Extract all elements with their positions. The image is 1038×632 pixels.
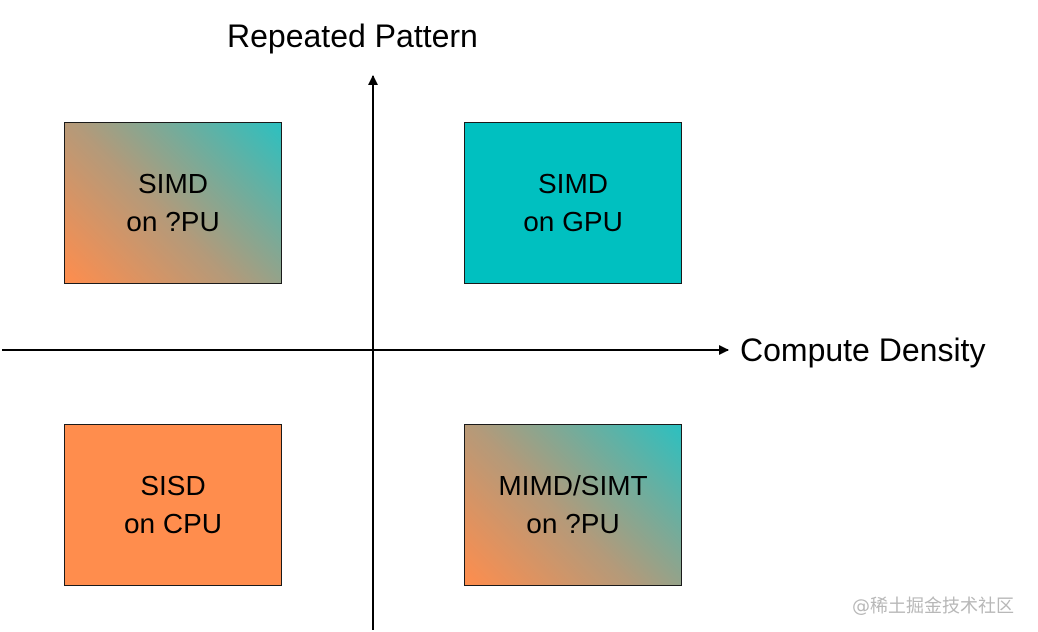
quadrant-box-bottom-left: SISD on CPU <box>64 424 282 586</box>
quadrant-box-top-right: SIMD on GPU <box>464 122 682 284</box>
quadrant-line2: on GPU <box>523 206 623 237</box>
y-axis-label: Repeated Pattern <box>227 18 478 54</box>
quadrant-line1: MIMD/SIMT <box>498 470 648 501</box>
quadrant-line1: SISD <box>140 470 206 501</box>
quadrant-line2: on ?PU <box>126 206 220 237</box>
quadrant-line1: SIMD <box>138 168 208 199</box>
x-axis-label: Compute Density <box>740 332 986 368</box>
quadrant-line2: on ?PU <box>526 508 620 539</box>
quadrant-line1: SIMD <box>538 168 608 199</box>
watermark: @稀土掘金技术社区 <box>852 596 1014 617</box>
quadrant-line2: on CPU <box>123 508 223 539</box>
quadrant-box-bottom-right: MIMD/SIMT on ?PU <box>464 424 682 586</box>
quadrant-box-top-left: SIMD on ?PU <box>64 122 282 284</box>
